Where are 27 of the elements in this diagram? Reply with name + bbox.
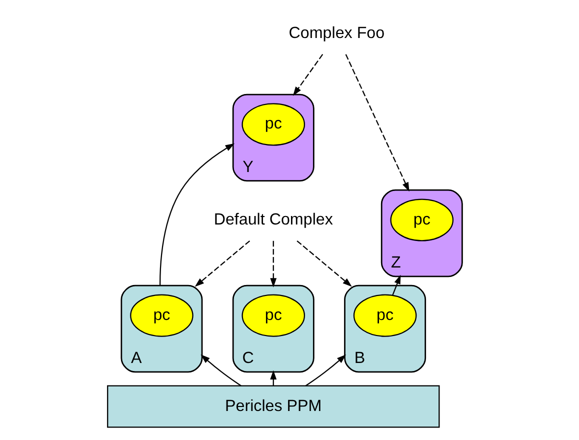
node-text: Default Complex: [214, 210, 333, 228]
arrow: [296, 240, 352, 287]
cluster: [232, 94, 314, 182]
arrow: [270, 240, 277, 288]
node-label: C: [242, 348, 254, 367]
arrow: [305, 354, 346, 386]
node-label: A: [131, 348, 142, 367]
arrow: [345, 54, 410, 192]
cluster: [120, 284, 203, 373]
node-ellipse: pc: [353, 294, 417, 337]
node-text: Complex Foo: [288, 24, 385, 42]
arrow: [160, 143, 235, 286]
node-label: B: [354, 348, 366, 367]
arrow: [392, 274, 401, 296]
node-ellipse: pc: [242, 294, 306, 337]
node-box: Pericles PPM: [107, 385, 440, 428]
node-label: Y: [242, 158, 254, 176]
cluster: [344, 284, 426, 373]
node-ellipse: pc: [242, 103, 306, 146]
arrow: [292, 54, 324, 96]
node-ellipse: pc: [130, 294, 194, 337]
node-ellipse: pc: [390, 198, 454, 242]
cluster: [380, 189, 463, 278]
arrow: [194, 240, 250, 287]
node-label: Z: [391, 253, 401, 272]
arrow: [200, 354, 242, 386]
cluster: [232, 284, 314, 373]
